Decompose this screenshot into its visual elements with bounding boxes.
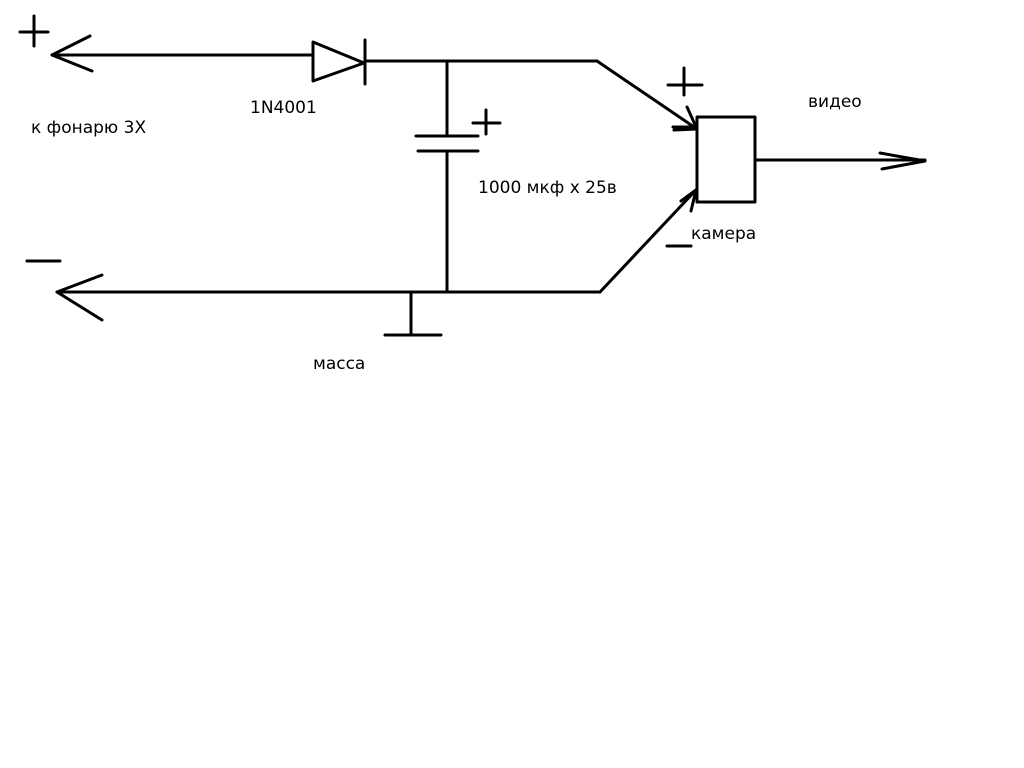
camera-negative-lead — [598, 188, 698, 294]
flashlight-label: к фонарю 3Х — [31, 118, 147, 138]
positive-input-arrow — [50, 34, 314, 73]
diode-symbol — [311, 38, 599, 86]
capacitor-plus-sign — [471, 108, 502, 136]
diode-label: 1N4001 — [250, 98, 317, 118]
video-output-arrow — [753, 151, 927, 171]
camera-box — [695, 115, 757, 204]
capacitor-symbol — [414, 59, 480, 294]
ground-symbol — [383, 290, 443, 337]
camera-plus-sign — [666, 66, 704, 97]
camera-positive-lead — [595, 59, 699, 132]
video-label: видео — [808, 92, 862, 112]
ground-label: масса — [313, 354, 366, 374]
capacitor-label: 1000 мкф х 25в — [478, 178, 617, 198]
input-plus-sign — [18, 14, 50, 48]
camera-label: камера — [691, 224, 757, 244]
negative-input-arrow — [55, 273, 602, 322]
